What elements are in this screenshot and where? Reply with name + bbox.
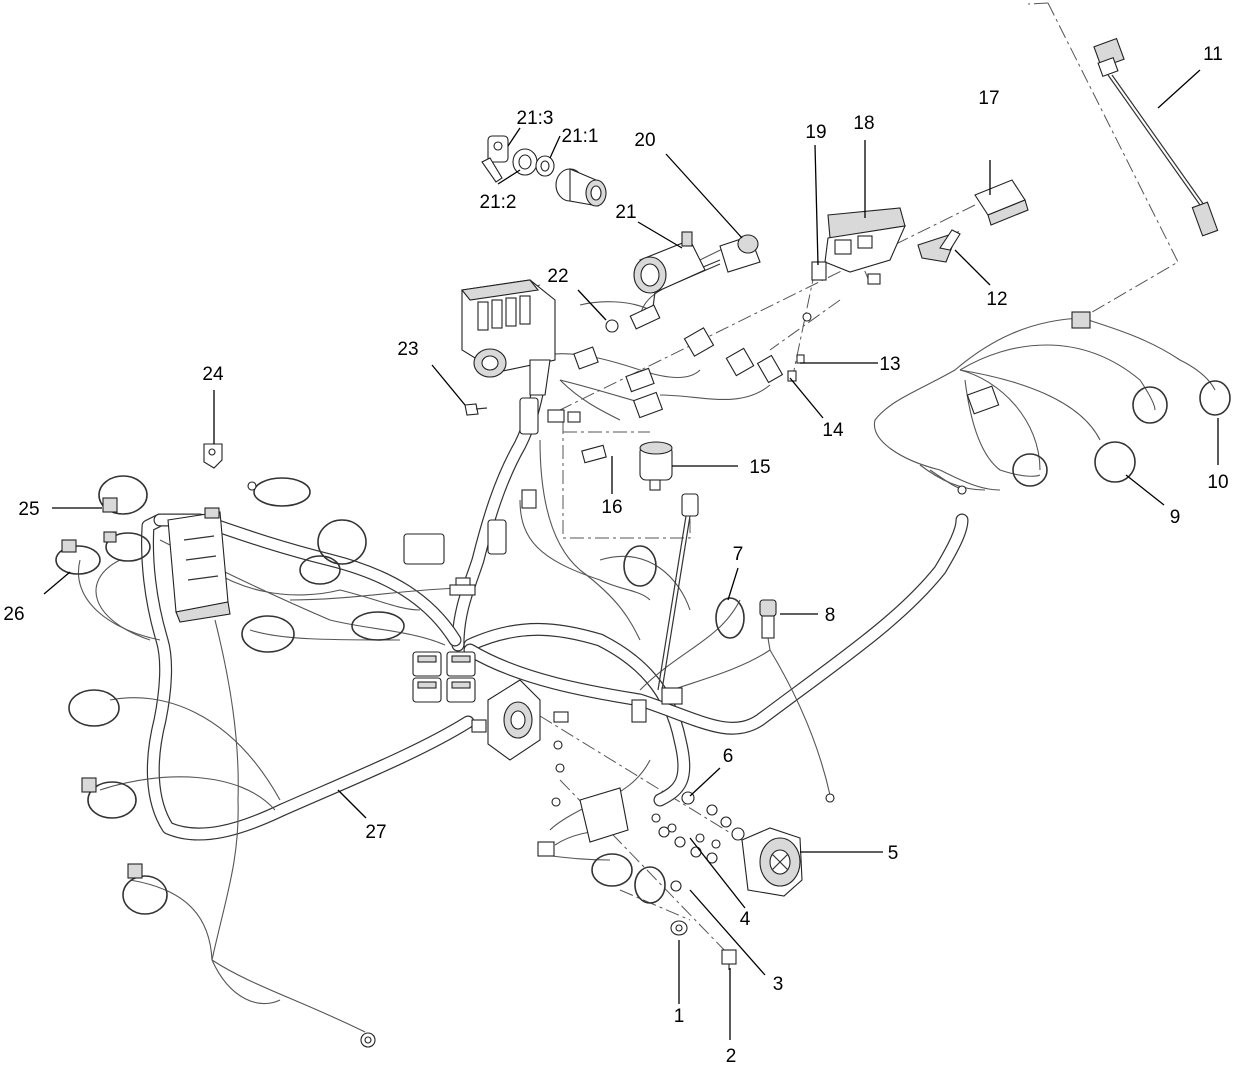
sensor-cable-part-11 — [1093, 37, 1219, 237]
callout-18: 18 — [853, 113, 874, 134]
solenoid-bracket — [537, 711, 629, 857]
bulkhead-connector — [471, 679, 541, 761]
callout-21: 21 — [615, 202, 636, 223]
callout-leader-lines — [43, 69, 1219, 1040]
relay-block-part-18 — [824, 207, 906, 273]
callout-2: 2 — [726, 1046, 737, 1067]
harness-connectors-upper — [519, 327, 784, 435]
callout-8: 8 — [825, 605, 836, 626]
rings-part-21-2 — [512, 148, 555, 177]
callout-21-3: 21:3 — [517, 108, 554, 129]
cable-clamps — [55, 380, 1231, 915]
callout-4: 4 — [740, 909, 751, 930]
callout-1: 1 — [674, 1006, 685, 1027]
relay-part-15 — [639, 441, 673, 491]
fuse-box — [460, 279, 556, 396]
clip-part-19 — [811, 261, 881, 285]
callout-21-2: 21:2 — [480, 192, 517, 213]
main-wiring-harness — [77, 239, 1216, 1033]
central-connector-bank — [412, 651, 476, 703]
callout-21-1: 21:1 — [562, 126, 599, 147]
pressure-switch-part-8 — [759, 599, 835, 803]
callout-9: 9 — [1170, 507, 1181, 528]
callout-labels: 1 2 3 4 5 6 7 8 9 10 11 12 13 14 15 16 1… — [3, 44, 1228, 1067]
ground-terminals — [247, 481, 967, 1048]
screw-part-23 — [464, 403, 488, 416]
callout-15: 15 — [749, 457, 770, 478]
callout-12: 12 — [986, 289, 1007, 310]
parts — [61, 37, 1219, 1048]
lock-cylinder-part-21-1 — [555, 168, 607, 207]
callout-24: 24 — [202, 364, 224, 385]
ignition-switch-part-21 — [629, 231, 706, 330]
pins-part-13-14 — [787, 312, 812, 382]
callout-10: 10 — [1207, 472, 1228, 493]
callout-19: 19 — [805, 122, 826, 143]
fasteners-part-1-2-3 — [670, 880, 737, 970]
bracket-part-24 — [203, 443, 223, 469]
connectors-part-25-26 — [61, 311, 1091, 879]
harness-connectors-middle — [403, 489, 537, 596]
connector-part-17 — [974, 179, 1029, 226]
grommet-part-22 — [605, 319, 619, 333]
callout-26: 26 — [3, 604, 24, 625]
callout-13: 13 — [879, 354, 900, 375]
callout-16: 16 — [601, 497, 622, 518]
callout-3: 3 — [773, 974, 784, 995]
callout-20: 20 — [634, 130, 655, 151]
key-part-21-3 — [481, 135, 509, 183]
callout-22: 22 — [547, 266, 568, 287]
sensor-probe-part-7 — [631, 493, 699, 723]
connector-part-16 — [581, 444, 607, 464]
callout-7: 7 — [733, 544, 744, 565]
callout-17: 17 — [978, 88, 999, 109]
pump-motor-part-5 — [741, 827, 803, 897]
callout-27: 27 — [365, 822, 386, 843]
callout-5: 5 — [888, 843, 899, 864]
callout-23: 23 — [397, 339, 418, 360]
callout-25: 25 — [18, 499, 39, 520]
callout-11: 11 — [1203, 44, 1223, 65]
bracket-part-12 — [917, 229, 961, 263]
callout-14: 14 — [822, 420, 844, 441]
callout-6: 6 — [723, 746, 734, 767]
sensor-part-20 — [659, 234, 761, 290]
control-module — [167, 507, 231, 623]
